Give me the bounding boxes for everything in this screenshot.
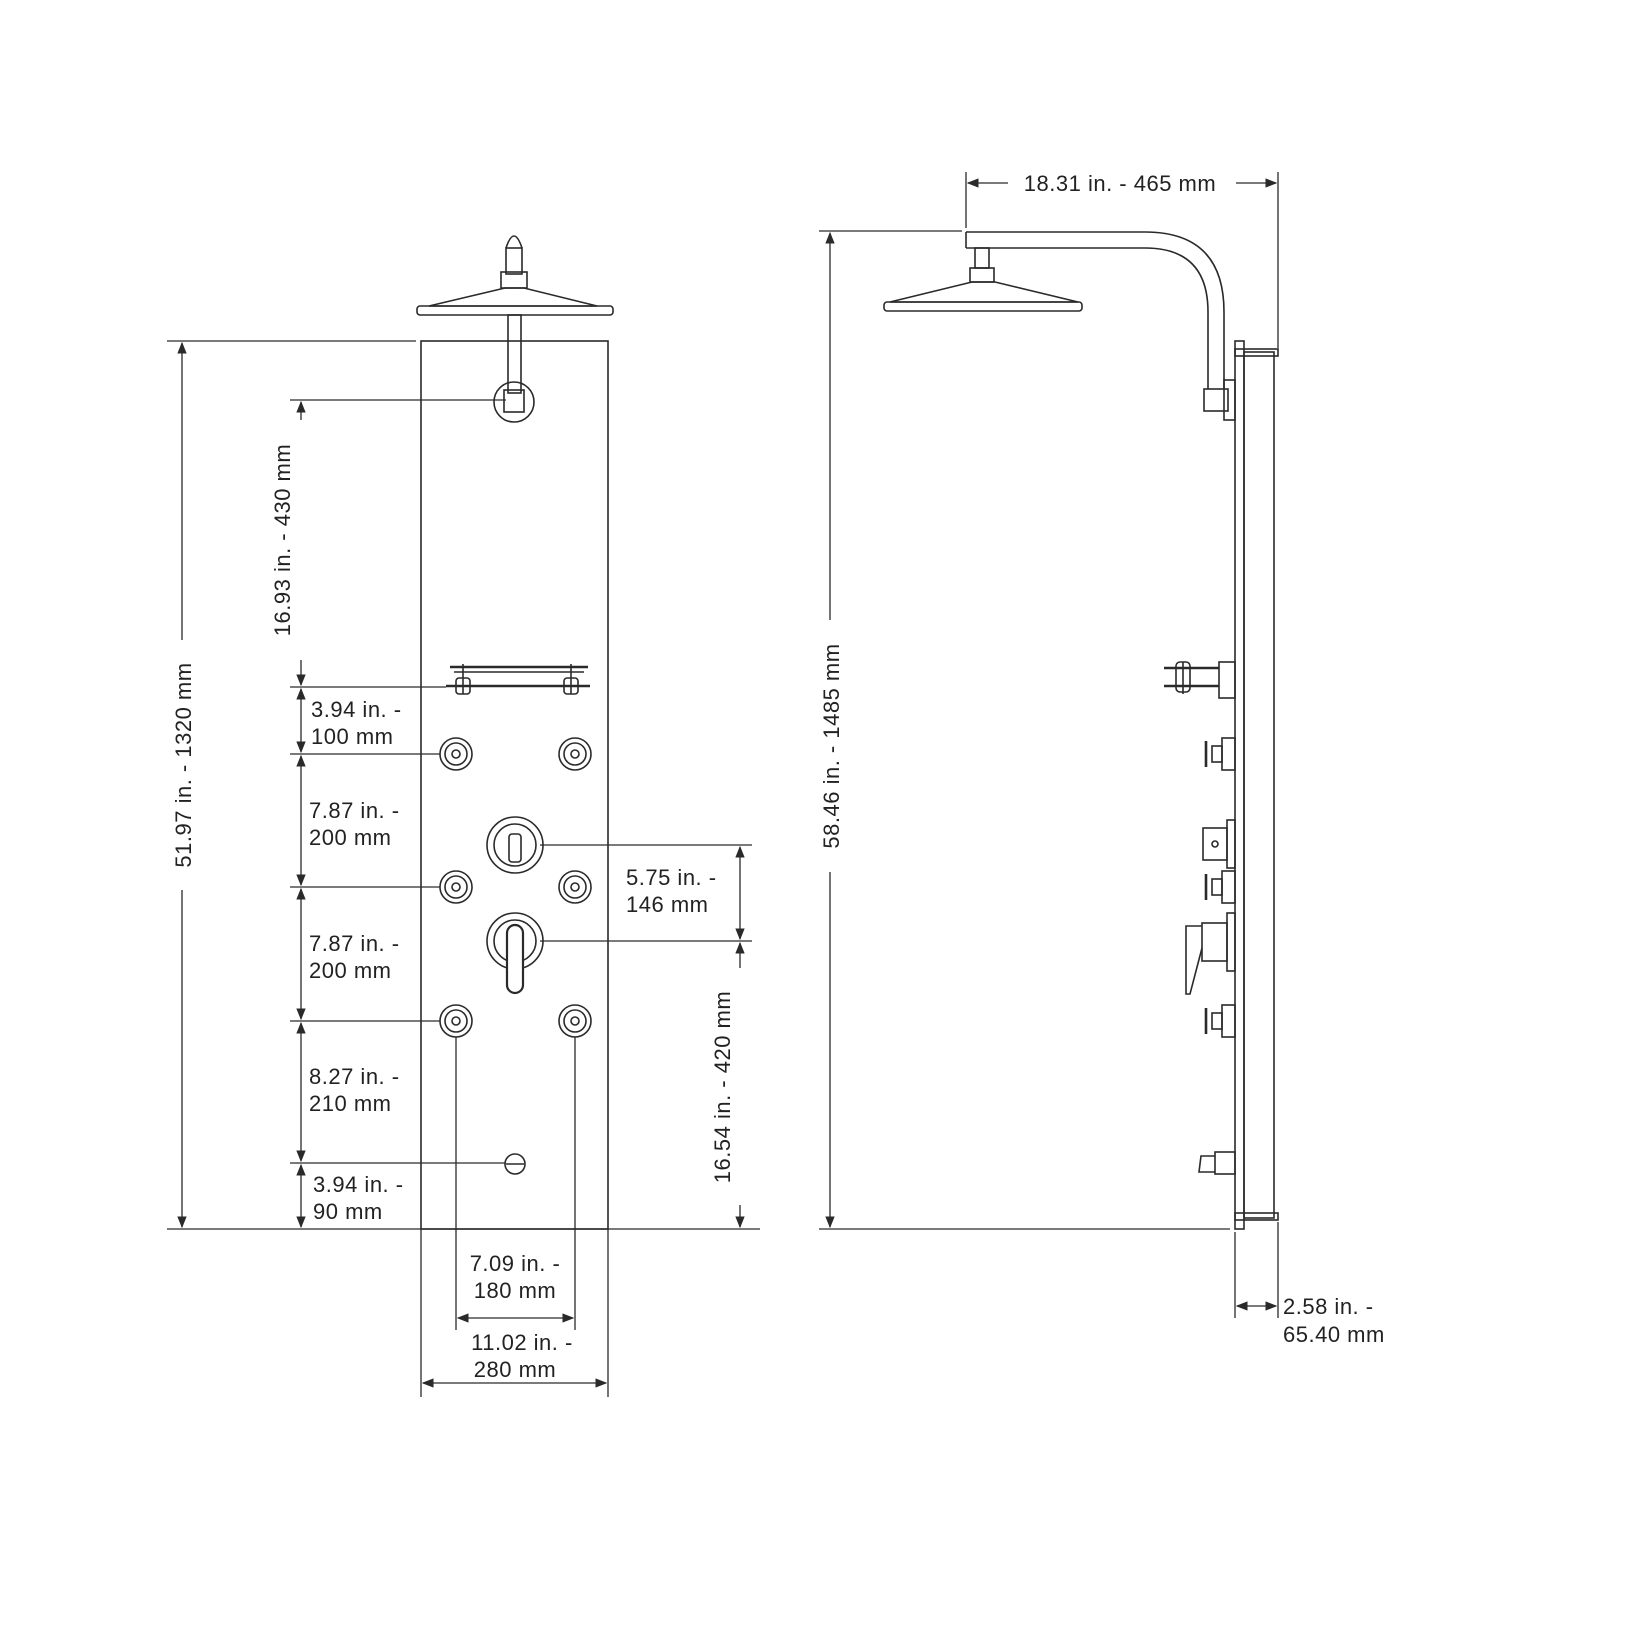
front-tub-spout	[504, 1153, 526, 1175]
panel-depth-label-line-1: 2.58 in. -	[1283, 1294, 1374, 1319]
side-dimension-lines	[819, 172, 1279, 1318]
side-view: 18.31 in. - 465 mm 58.46 in. - 1485 mm 2…	[819, 171, 1385, 1347]
jet-row-1-to-2-label-line-1: 7.87 in. -	[309, 798, 400, 823]
spout-to-bottom-label-line-1: 3.94 in. -	[313, 1172, 404, 1197]
body-jet	[439, 870, 473, 904]
front-panel	[420, 340, 609, 1230]
total-height-label: 58.46 in. - 1485 mm	[819, 643, 844, 848]
panel-width-label-line-1: 11.02 in. -	[471, 1330, 573, 1355]
handle-to-bottom-label: 16.54 in. - 420 mm	[710, 991, 735, 1183]
front-view: 51.97 in. - 1320 mm 16.93 in. - 430 mm 3…	[167, 235, 760, 1397]
body-jet	[558, 737, 592, 771]
jet-row-1-to-2-label-line-2: 200 mm	[309, 825, 391, 850]
body-jet	[558, 1004, 592, 1038]
body-jet	[439, 1004, 473, 1038]
shelf-to-jet-label-line-1: 3.94 in. -	[311, 697, 402, 722]
controls-spacing-label-line-1: 5.75 in. -	[626, 865, 717, 890]
front-shelf	[446, 664, 590, 695]
side-mixer-handle	[1185, 912, 1236, 995]
body-jet	[439, 737, 473, 771]
side-body-jet	[1204, 737, 1236, 771]
spout-to-bottom-label-line-2: 90 mm	[313, 1199, 383, 1224]
jet-row-2-to-3-label-line-2: 200 mm	[309, 958, 391, 983]
head-to-shelf-label: 16.93 in. - 430 mm	[270, 444, 295, 636]
body-jet	[558, 870, 592, 904]
side-body-jet	[1204, 870, 1236, 904]
panel-height-label: 51.97 in. - 1320 mm	[171, 662, 196, 867]
side-shelf	[1164, 661, 1236, 699]
side-panel	[1234, 340, 1245, 1230]
shelf-to-jet-label-line-2: 100 mm	[311, 724, 393, 749]
front-mixer-handle	[486, 912, 544, 995]
front-diverter-knob	[486, 816, 544, 874]
front-dimension-lines	[177, 341, 745, 1388]
jet-row-2-to-3-label-line-1: 7.87 in. -	[309, 931, 400, 956]
front-extension-lines	[167, 340, 760, 1397]
side-tub-spout	[1198, 1151, 1236, 1175]
side-body-jets	[1204, 737, 1236, 1038]
panel-depth-label-line-2: 65.40 mm	[1283, 1322, 1385, 1347]
jet-spacing-label-line-2: 180 mm	[474, 1278, 556, 1303]
controls-spacing-label-line-2: 146 mm	[626, 892, 708, 917]
side-body-jet	[1204, 1004, 1236, 1038]
jet-to-spout-label-line-2: 210 mm	[309, 1091, 391, 1116]
front-dimension-labels: 51.97 in. - 1320 mm 16.93 in. - 430 mm 3…	[171, 444, 735, 1382]
side-dimension-labels: 18.31 in. - 465 mm 58.46 in. - 1485 mm 2…	[819, 171, 1385, 1347]
jet-to-spout-label-line-1: 8.27 in. -	[309, 1064, 400, 1089]
side-diverter-knob	[1202, 819, 1236, 869]
side-rain-arm	[883, 231, 1236, 421]
panel-width-label-line-2: 280 mm	[474, 1357, 556, 1382]
front-rain-head	[416, 235, 614, 423]
jet-spacing-label-line-1: 7.09 in. -	[470, 1251, 561, 1276]
rain-arm-width-label: 18.31 in. - 465 mm	[1024, 171, 1216, 196]
